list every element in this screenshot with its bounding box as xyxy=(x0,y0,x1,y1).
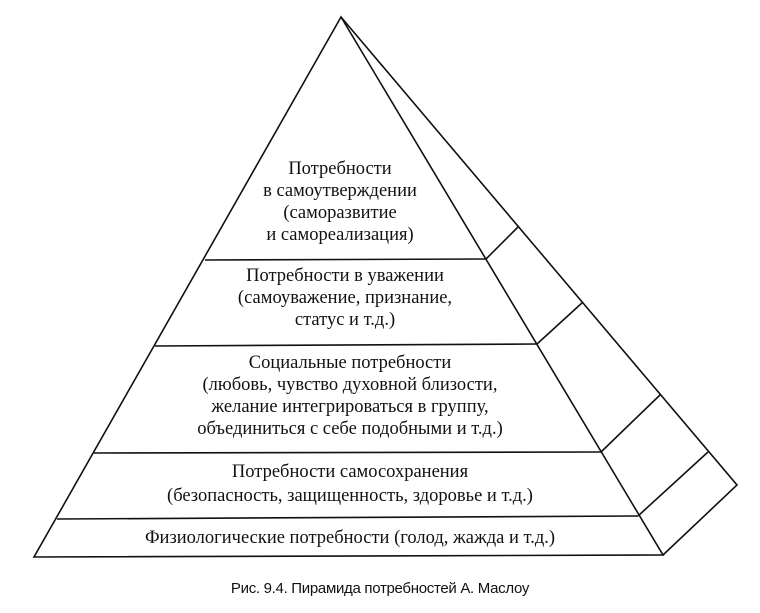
divider-level-2-3 xyxy=(93,451,602,454)
figure-caption: Рис. 9.4. Пирамида потребностей А. Масло… xyxy=(230,580,530,597)
side-divider-3-4 xyxy=(536,301,584,345)
divider-level-4-5 xyxy=(204,258,487,261)
level-1-line-1: Физиологические потребности (голод, жажд… xyxy=(144,528,556,548)
level-2-label: Потребности самосохранения (безопасность… xyxy=(100,460,600,508)
divider-level-1-2 xyxy=(56,515,639,520)
divider-level-3-4 xyxy=(154,343,538,347)
level-5-line-2: в самоутверждении xyxy=(263,181,417,201)
level-5-line-4: и самореализация) xyxy=(266,225,414,245)
level-2-line-2: (безопасность, защищенность, здоровье и … xyxy=(167,486,533,506)
level-4-line-3: статус и т.д.) xyxy=(294,310,396,330)
side-divider-4-5 xyxy=(485,225,520,260)
level-5-label: Потребности в самоутверждении (саморазви… xyxy=(240,158,440,246)
level-5-line-3: (саморазвитие xyxy=(283,203,397,223)
level-2-line-1: Потребности самосохранения xyxy=(231,462,469,482)
level-4-line-2: (самоуважение, признание, xyxy=(237,288,453,308)
level-3-label: Социальные потребности (любовь, чувство … xyxy=(140,352,560,440)
level-1-label: Физиологические потребности (голод, жажд… xyxy=(60,527,640,549)
level-4-label: Потребности в уважении (самоуважение, пр… xyxy=(195,265,495,331)
level-3-line-1: Социальные потребности xyxy=(248,353,452,373)
level-3-line-2: (любовь, чувство духовной близости, xyxy=(202,375,498,395)
pyramid-front-face xyxy=(32,15,665,558)
side-divider-1-2 xyxy=(637,451,709,517)
side-divider-2-3 xyxy=(600,393,662,453)
level-3-line-4: объединиться с себе подобными и т.д.) xyxy=(197,419,503,439)
level-3-line-3: желание интегрироваться в группу, xyxy=(211,397,489,417)
level-4-line-1: Потребности в уважении xyxy=(246,266,444,286)
level-5-line-1: Потребности xyxy=(288,159,392,179)
pyramid-side-edge xyxy=(340,16,739,556)
